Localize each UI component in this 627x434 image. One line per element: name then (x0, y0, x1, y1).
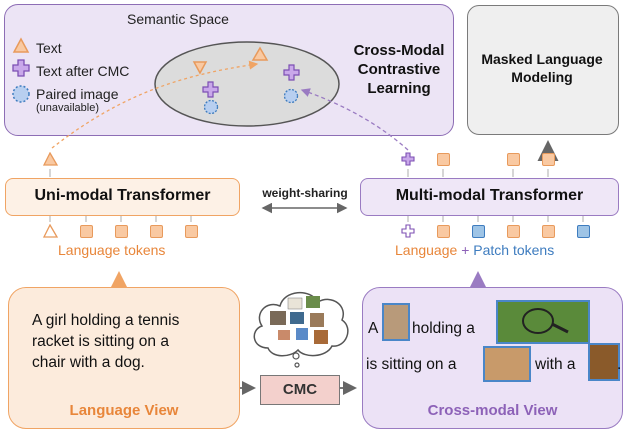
multi-modal-transformer-box (360, 178, 619, 216)
uni-token-4 (185, 225, 198, 238)
uni-tokens-label: Language tokens (58, 242, 166, 258)
uni-token-arrows (49, 215, 192, 222)
mlm-line-1: Masked Language (481, 51, 603, 67)
language-view-line-1: A girl holding a tennis (32, 312, 180, 329)
multi-input-token-1 (437, 225, 450, 238)
uni-token-2 (115, 225, 128, 238)
cloud-thumb-4 (290, 312, 304, 324)
multi-output-plus (401, 152, 415, 166)
thought-dots (292, 352, 300, 368)
multi-input-patch-2 (577, 225, 590, 238)
language-view-box (8, 287, 240, 429)
uni-input-triangle (43, 224, 59, 238)
image-marker-left (203, 99, 219, 115)
triangle-icon (12, 37, 30, 53)
cross-line-2-a: is sitting on a (366, 356, 457, 373)
plus-icon (12, 59, 30, 77)
cloud-thumb-5 (310, 313, 324, 327)
plus-marker-right (283, 64, 300, 81)
language-view-title: Language View (69, 402, 179, 419)
dog-image-token (588, 343, 620, 381)
cross-line-1-b: holding a (412, 320, 475, 337)
image-marker-right (283, 88, 299, 104)
legend-unavailable-label: (unavailable) (36, 102, 99, 114)
multi-input-patch-1 (472, 225, 485, 238)
cloud-thumb-7 (296, 328, 308, 340)
plus-marker-left (202, 81, 219, 98)
uni-token-3 (150, 225, 163, 238)
cloud-thumb-2 (306, 296, 320, 308)
chair-image-token (483, 346, 531, 382)
ccl-line-1: Cross-Modal (353, 42, 445, 59)
ccl-line-2: Contrastive (357, 61, 441, 78)
image-cloud (253, 292, 349, 357)
multi-input-token-3 (542, 225, 555, 238)
cmc-embedding-arrow (300, 88, 409, 151)
multi-modal-transformer-label: Multi-modal Transformer (395, 187, 584, 204)
multi-tokens-patch: Patch tokens (473, 242, 555, 258)
legend-text-after-cmc-label: Text after CMC (36, 63, 130, 79)
racket-icon (522, 308, 569, 334)
legend-icons (12, 37, 30, 103)
weight-sharing-label: weight-sharing (262, 186, 348, 200)
multi-tokens-plus: + (461, 242, 470, 258)
mlm-line-2: Modeling (511, 69, 573, 85)
multi-input-plus (401, 224, 415, 238)
cloud-thumb-1 (287, 297, 303, 310)
semantic-ellipse (154, 41, 340, 127)
cloud-thumb-3 (270, 311, 286, 325)
cloud-thumb-6 (278, 330, 290, 340)
text-marker-triangle (251, 46, 269, 61)
text-embedding-arrow (51, 60, 259, 149)
girl-image-token (382, 303, 410, 341)
cloud-thumb-8 (314, 330, 328, 344)
legend-text-label: Text (36, 40, 62, 56)
cmc-label: CMC (282, 381, 318, 398)
language-view-line-3: chair with a dog. (32, 354, 145, 371)
text-marker-triangle-inverted (192, 61, 208, 75)
uni-token-1 (80, 225, 93, 238)
cross-line-1-a: A (368, 320, 379, 337)
multi-tokens-label: Language + Patch tokens (395, 242, 554, 258)
cross-line-2-b: with a (535, 356, 576, 373)
cross-line-2-c: . (617, 356, 622, 373)
multi-output-token-1 (437, 153, 450, 166)
ccl-line-3: Learning (367, 80, 431, 97)
uni-modal-transformer-box (5, 178, 240, 216)
racket-image-token (496, 300, 590, 344)
multi-output-token-2 (507, 153, 520, 166)
uni-output-triangle (43, 152, 59, 166)
multi-token-arrows (407, 169, 584, 222)
language-view-line-2: racket is sitting on a (32, 333, 169, 350)
multi-input-token-2 (507, 225, 520, 238)
mlm-box (467, 5, 619, 135)
multi-output-token-3 (542, 153, 555, 166)
dotted-circle-icon (12, 85, 30, 103)
multi-tokens-language: Language (395, 242, 458, 258)
cmc-box (260, 375, 340, 405)
cross-modal-view-title: Cross-modal View (427, 402, 558, 419)
uni-modal-transformer-label: Uni-modal Transformer (34, 187, 211, 204)
semantic-space-title: Semantic Space (127, 11, 229, 27)
legend-paired-image-label: Paired image (36, 86, 119, 102)
